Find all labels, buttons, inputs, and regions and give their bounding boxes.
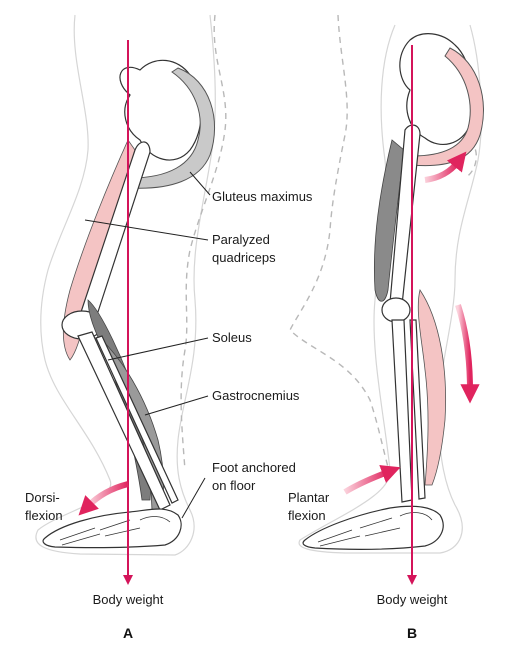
panel-b-quadriceps	[373, 139, 405, 302]
panel-b-tibia	[391, 319, 413, 503]
panel-a-foot	[42, 508, 182, 549]
panel-a-fibula	[95, 335, 179, 504]
panel-a-skin-outline	[35, 14, 216, 556]
leader-foot	[181, 477, 206, 519]
label-body-weight-a: Body weight	[93, 592, 164, 607]
label-dorsiflexion-line1: Dorsi-	[25, 490, 60, 505]
panel-a-pelvis	[119, 59, 202, 161]
label-plantar-line2: flexion	[288, 508, 326, 523]
label-quadriceps-line2: quadriceps	[212, 250, 276, 265]
panel-b-dashed-outline	[289, 14, 393, 481]
panel-b-hip-arrow	[424, 151, 467, 183]
panel-b-knee	[381, 297, 411, 323]
panel-a-dashed-outline	[180, 14, 227, 471]
panel-b-fibula	[409, 319, 426, 500]
panel-a-foot-details	[59, 516, 171, 546]
panel-b-foot-details	[317, 512, 433, 547]
label-plantar-line1: Plantar	[288, 490, 330, 505]
panel-b-caption: B	[407, 625, 417, 641]
leader-soleus	[107, 337, 209, 361]
leader-quadriceps	[84, 219, 209, 241]
panel-a-figure	[35, 14, 227, 585]
label-gastrocnemius: Gastrocnemius	[212, 388, 300, 403]
panel-a-tibia	[77, 331, 171, 511]
label-gluteus-maximus: Gluteus maximus	[212, 189, 313, 204]
panel-a-dorsiflexion-arrow	[78, 481, 129, 516]
panel-b-foot	[302, 505, 444, 550]
panel-b-figure	[289, 14, 484, 585]
panel-b-calf-arrow	[455, 304, 480, 404]
label-dorsiflexion-line2: flexion	[25, 508, 63, 523]
label-foot-anchored-line1: Foot anchored	[212, 460, 296, 475]
label-body-weight-b: Body weight	[377, 592, 448, 607]
panel-b-calf-muscles	[417, 289, 446, 486]
panel-a-caption: A	[123, 625, 133, 641]
panel-b-plantar-arrow	[343, 465, 401, 495]
label-soleus: Soleus	[212, 330, 252, 345]
leader-gastrocnemius	[144, 395, 209, 416]
label-quadriceps-line1: Paralyzed	[212, 232, 270, 247]
label-foot-anchored-line2: on floor	[212, 478, 256, 493]
leader-gluteus	[189, 171, 211, 196]
